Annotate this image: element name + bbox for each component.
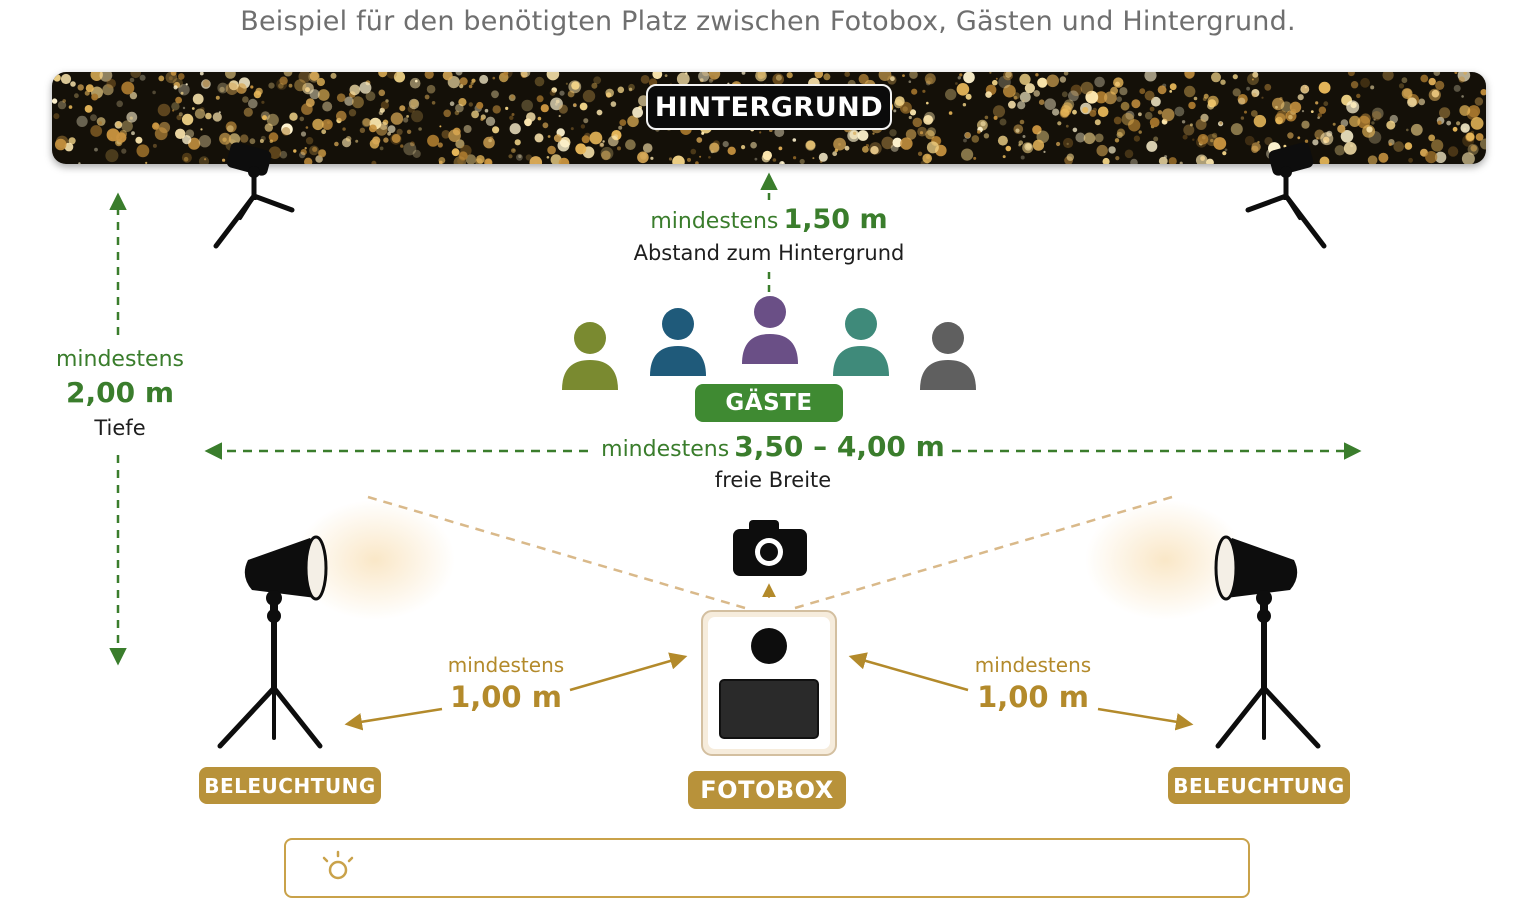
diagram-lines (109, 172, 1362, 731)
light-right-arrow-down (1097, 707, 1194, 731)
subtitle: Beispiel für den benötigten Platz zwisch… (240, 6, 1296, 37)
spotlight-icon (244, 535, 328, 616)
view-line-right (794, 495, 1173, 610)
person-icon (833, 308, 889, 376)
photobox-screen (719, 679, 819, 739)
light-right-label: BELEUCHTUNG (1168, 767, 1350, 804)
background-distance-value: 1,50 m (783, 204, 888, 235)
background-distance-caption: Abstand zum Hintergrund (633, 241, 905, 265)
light-glow-right (1085, 500, 1245, 620)
tripod-icon (217, 609, 323, 749)
depth-caption: Tiefe (94, 416, 146, 440)
person-icon (920, 322, 976, 390)
light-left-value: 1,00 m (450, 680, 562, 714)
background-distance-prefix: mindestens (650, 209, 779, 234)
person-icon (742, 296, 798, 364)
depth-value: 2,00 m (65, 376, 174, 409)
light-left-arrow-down (344, 707, 443, 731)
light-left-arrow-up (569, 652, 688, 692)
light-right-value: 1,00 m (977, 680, 1089, 714)
light-left-prefix: mindestens (447, 653, 565, 677)
tripod-icon (1245, 142, 1327, 249)
background-label: HINTERGRUND (646, 84, 892, 130)
width-caption: freie Breite (714, 468, 832, 492)
light-glow-left (295, 500, 455, 620)
backdrop-spotlight-right (1245, 142, 1327, 249)
width-prefix: mindestens (601, 437, 730, 462)
background-distance-label: mindestens 1,50 m (569, 204, 969, 235)
photobox-label: FOTOBOX (688, 771, 846, 809)
photobox-lens (751, 628, 787, 664)
width-value: 3,50 – 4,00 m (734, 430, 945, 463)
spotlight-icon (1214, 535, 1298, 616)
light-right-prefix: mindestens (974, 653, 1092, 677)
bokeh-pattern (52, 72, 1486, 164)
depth-prefix: mindestens (55, 347, 184, 372)
spotlight-right (1214, 535, 1321, 749)
width-label: mindestens 3,50 – 4,00 m (568, 430, 978, 463)
tip-box (284, 838, 1250, 898)
person-icon (562, 322, 618, 390)
person-icon (650, 308, 706, 376)
tripod-icon (213, 142, 295, 249)
camera-icon (733, 520, 807, 576)
tripod-icon (1215, 609, 1321, 749)
lightbulb-icon (322, 850, 354, 880)
photobox-icon (701, 610, 837, 756)
view-line-left (367, 495, 746, 610)
guests-label: GÄSTE (695, 384, 843, 422)
backdrop-spotlight-left (213, 142, 295, 249)
guests-group (562, 296, 976, 390)
light-right-arrow-up (848, 652, 969, 692)
light-left-label: BELEUCHTUNG (199, 767, 381, 804)
spotlight-left (217, 535, 328, 749)
